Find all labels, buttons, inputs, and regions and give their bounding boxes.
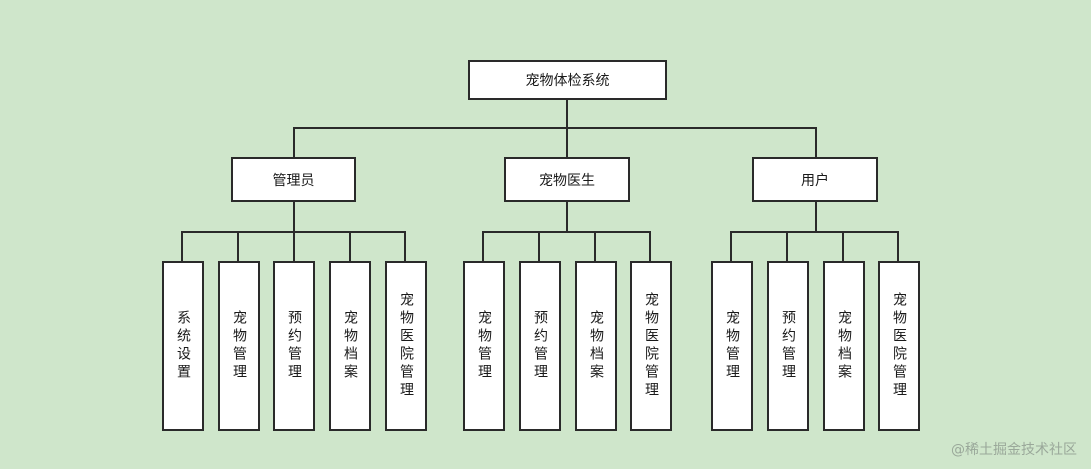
leaf-label: 宠物医院管理 (891, 292, 907, 400)
connector-line (594, 231, 596, 261)
root-node: 宠物体检系统 (468, 60, 667, 100)
role-node-user: 用户 (752, 157, 878, 202)
connector-line (730, 231, 732, 261)
leaf-label: 宠物医院管理 (398, 292, 414, 400)
connector-line (293, 231, 295, 261)
role-label: 管理员 (272, 172, 315, 189)
role-label: 宠物医生 (539, 172, 595, 189)
connector-line (566, 127, 568, 157)
connector-line (181, 231, 183, 261)
leaf-node: 宠物管理 (218, 261, 260, 431)
leaf-label: 宠物档案 (342, 310, 358, 382)
role-node-vet: 宠物医生 (504, 157, 630, 202)
leaf-node: 宠物档案 (575, 261, 617, 431)
leaf-label: 系统设置 (175, 310, 191, 382)
connector-line (815, 202, 817, 232)
connector-line (538, 231, 540, 261)
leaf-node: 宠物管理 (463, 261, 505, 431)
leaf-label: 宠物管理 (231, 310, 247, 382)
root-label: 宠物体检系统 (525, 73, 610, 89)
connector-line (730, 231, 899, 233)
leaf-node: 宠物档案 (329, 261, 371, 431)
leaf-node: 宠物医院管理 (878, 261, 920, 431)
leaf-node: 预约管理 (273, 261, 315, 431)
watermark: @稀土掘金技术社区 (951, 442, 1077, 458)
connector-line (566, 100, 568, 128)
leaf-node: 宠物管理 (711, 261, 753, 431)
leaf-node: 宠物医院管理 (385, 261, 427, 431)
leaf-label: 预约管理 (286, 310, 302, 382)
leaf-label: 宠物档案 (588, 310, 604, 382)
connector-line (237, 231, 239, 261)
connector-line (404, 231, 406, 261)
connector-line (482, 231, 651, 233)
connector-line (293, 127, 295, 157)
leaf-node: 系统设置 (162, 261, 204, 431)
leaf-node: 宠物档案 (823, 261, 865, 431)
leaf-label: 宠物医院管理 (643, 292, 659, 400)
leaf-node: 预约管理 (519, 261, 561, 431)
leaf-label: 预约管理 (532, 310, 548, 382)
connector-line (293, 202, 295, 232)
connector-line (566, 202, 568, 232)
leaf-label: 宠物管理 (476, 310, 492, 382)
connector-line (786, 231, 788, 261)
connector-line (897, 231, 899, 261)
leaf-node: 宠物医院管理 (630, 261, 672, 431)
connector-line (815, 127, 817, 157)
connector-line (349, 231, 351, 261)
role-node-admin: 管理员 (231, 157, 356, 202)
leaf-label: 预约管理 (780, 310, 796, 382)
connector-line (842, 231, 844, 261)
connector-line (482, 231, 484, 261)
role-label: 用户 (801, 172, 829, 189)
leaf-label: 宠物档案 (836, 310, 852, 382)
connector-line (649, 231, 651, 261)
connector-line (293, 127, 817, 129)
leaf-node: 预约管理 (767, 261, 809, 431)
leaf-label: 宠物管理 (724, 310, 740, 382)
